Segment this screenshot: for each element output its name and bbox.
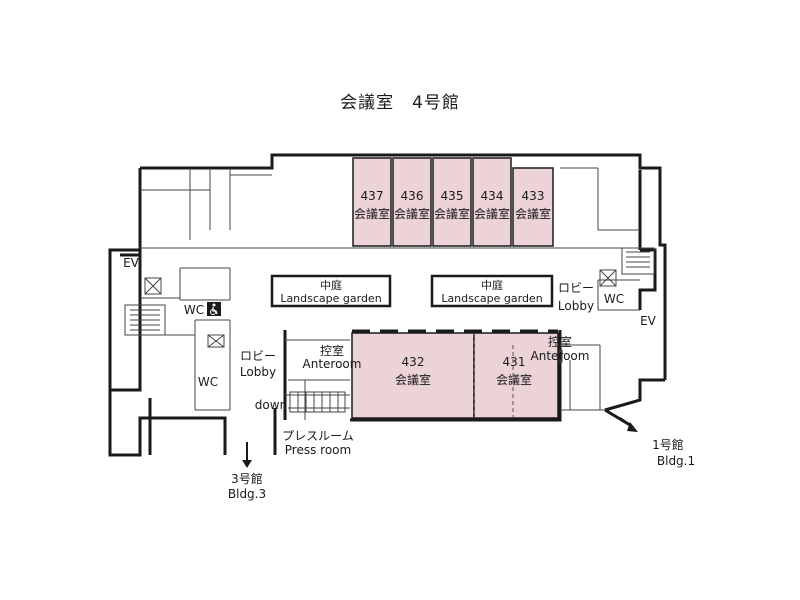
room-name: 会議室 xyxy=(434,206,470,221)
lobby-west-jp: ロビー xyxy=(240,349,276,363)
anteroom-west-en: Anteroom xyxy=(303,357,362,371)
lobby-east-jp: ロビー xyxy=(558,281,594,295)
courtyard-jp: 中庭 xyxy=(320,278,342,292)
wheelchair-icon xyxy=(207,302,221,316)
stairs-down-label: down xyxy=(255,398,287,412)
room-number: 433 xyxy=(522,189,545,203)
elevator-label-east: EV xyxy=(640,314,657,328)
large-room-432[interactable]: 432 会議室 xyxy=(351,332,475,419)
staircase-west xyxy=(124,304,166,336)
small-room-434[interactable]: 434 会議室 xyxy=(472,157,512,247)
bldg1-jp: 1号館 xyxy=(652,437,684,452)
wc-label-west: WC xyxy=(198,375,218,389)
courtyard-en: Landscape garden xyxy=(280,292,381,305)
anteroom-west-jp: 控室 xyxy=(320,343,344,358)
room-name: 会議室 xyxy=(496,372,532,387)
large-room-431[interactable]: 431 会議室 xyxy=(473,332,559,419)
small-room-436[interactable]: 436 会議室 xyxy=(392,157,432,247)
press-room-en: Press room xyxy=(285,443,351,457)
press-room-jp: プレスルーム xyxy=(282,429,354,443)
room-name: 会議室 xyxy=(394,206,430,221)
wc-label-accessible: WC xyxy=(184,303,204,317)
wc-label-east: WC xyxy=(604,292,624,306)
lobby-east-en: Lobby xyxy=(558,299,594,313)
room-name: 会議室 xyxy=(474,206,510,221)
courtyard-en: Landscape garden xyxy=(441,292,542,305)
room-number: 437 xyxy=(361,189,384,203)
interior-lines xyxy=(140,167,640,420)
room-number: 432 xyxy=(402,355,425,369)
staircase-east xyxy=(621,247,655,275)
room-number: 435 xyxy=(441,189,464,203)
bldg3-arrow-icon xyxy=(242,442,252,468)
small-room-437[interactable]: 437 会議室 xyxy=(352,157,392,247)
courtyard-east: 中庭 Landscape garden xyxy=(430,274,554,308)
staircase-down xyxy=(289,391,346,413)
room-name: 会議室 xyxy=(354,206,390,221)
lobby-west-en: Lobby xyxy=(240,365,276,379)
anteroom-east-jp: 控室 xyxy=(548,334,572,349)
courtyard-jp: 中庭 xyxy=(481,278,503,292)
bldg1-en: Bldg.1 xyxy=(657,454,695,468)
small-room-433[interactable]: 433 会議室 xyxy=(512,167,554,247)
room-number: 431 xyxy=(503,355,526,369)
elevator-label-west: EV xyxy=(123,256,140,270)
bldg3-jp: 3号館 xyxy=(231,471,263,486)
room-name: 会議室 xyxy=(515,206,551,221)
courtyard-west: 中庭 Landscape garden xyxy=(270,274,392,308)
room-name: 会議室 xyxy=(395,372,431,387)
bldg3-en: Bldg.3 xyxy=(228,487,266,501)
bldg1-arrow-icon xyxy=(619,417,638,432)
anteroom-east-en: Anteroom xyxy=(531,349,590,363)
small-room-435[interactable]: 435 会議室 xyxy=(432,157,472,247)
map-title: 会議室 4号館 xyxy=(340,93,460,113)
room-number: 436 xyxy=(401,189,424,203)
room-number: 434 xyxy=(481,189,504,203)
